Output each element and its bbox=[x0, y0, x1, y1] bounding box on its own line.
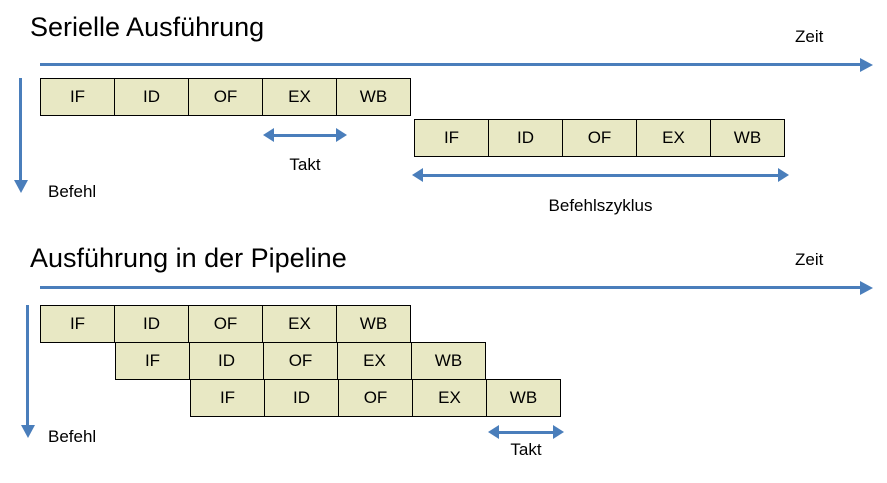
pipeline-instruction-axis-line bbox=[26, 305, 29, 427]
serial-section-title: Serielle Ausführung bbox=[30, 12, 265, 42]
pipeline-stage-cell: EX bbox=[262, 78, 337, 116]
arrowhead-left-icon bbox=[412, 168, 423, 182]
pipeline-instruction-axis-label: Befehl bbox=[48, 427, 97, 446]
pipeline-instruction-axis-arrowhead-icon bbox=[21, 425, 35, 438]
pipeline-stage-cell: WB bbox=[411, 342, 486, 380]
pipeline-time-axis-arrowhead-icon bbox=[860, 281, 873, 295]
serial-instruction-axis-line bbox=[19, 78, 22, 182]
serial-time-axis-line bbox=[40, 63, 862, 66]
serial-instruction-axis-label: Befehl bbox=[48, 182, 97, 201]
pipeline-stage-cell: ID bbox=[189, 342, 264, 380]
pipeline-stage-cell: OF bbox=[188, 78, 263, 116]
serial-instruction-row-2: IF ID OF EX WB bbox=[414, 119, 785, 157]
arrowhead-right-icon bbox=[553, 425, 564, 439]
pipeline-takt-label: Takt bbox=[510, 440, 542, 459]
serial-time-axis-label: Zeit bbox=[795, 27, 824, 46]
pipeline-time-axis-line bbox=[40, 286, 862, 289]
pipeline-stage-cell: IF bbox=[40, 78, 115, 116]
pipeline-stage-cell: ID bbox=[488, 119, 563, 157]
pipeline-stage-cell: EX bbox=[262, 305, 337, 343]
serial-befehlszyklus-label: Befehlszyklus bbox=[548, 196, 653, 215]
serial-takt-label: Takt bbox=[289, 155, 321, 174]
arrowhead-right-icon bbox=[778, 168, 789, 182]
pipeline-stage-cell: WB bbox=[336, 78, 411, 116]
arrowhead-left-icon bbox=[263, 128, 274, 142]
serial-instruction-axis-arrowhead-icon bbox=[14, 180, 28, 193]
pipeline-stage-cell: WB bbox=[336, 305, 411, 343]
measure-bar bbox=[497, 431, 555, 434]
pipeline-stage-cell: IF bbox=[40, 305, 115, 343]
pipeline-stage-cell: EX bbox=[337, 342, 412, 380]
pipeline-stage-cell: OF bbox=[188, 305, 263, 343]
serial-befehlszyklus-measure-arrow bbox=[412, 168, 789, 182]
pipeline-stage-cell: OF bbox=[562, 119, 637, 157]
measure-bar bbox=[421, 174, 780, 177]
pipeline-instruction-row-2: IF ID OF EX WB bbox=[115, 342, 486, 380]
pipeline-stage-cell: OF bbox=[263, 342, 338, 380]
pipeline-takt-measure-arrow bbox=[488, 425, 564, 439]
pipeline-stage-cell: WB bbox=[486, 379, 561, 417]
pipeline-stage-cell: IF bbox=[414, 119, 489, 157]
pipeline-stage-cell: EX bbox=[636, 119, 711, 157]
pipeline-stage-cell: IF bbox=[115, 342, 190, 380]
pipeline-stage-cell: OF bbox=[338, 379, 413, 417]
serial-instruction-row-1: IF ID OF EX WB bbox=[40, 78, 411, 116]
pipeline-stage-cell: ID bbox=[114, 78, 189, 116]
pipeline-instruction-row-3: IF ID OF EX WB bbox=[190, 379, 561, 417]
pipeline-section-title: Ausführung in der Pipeline bbox=[30, 243, 347, 273]
pipeline-stage-cell: EX bbox=[412, 379, 487, 417]
pipeline-stage-cell: ID bbox=[114, 305, 189, 343]
measure-bar bbox=[272, 134, 338, 137]
pipeline-stage-cell: WB bbox=[710, 119, 785, 157]
arrowhead-right-icon bbox=[336, 128, 347, 142]
serial-takt-measure-arrow bbox=[263, 128, 347, 142]
arrowhead-left-icon bbox=[488, 425, 499, 439]
serial-time-axis-arrowhead-icon bbox=[860, 58, 873, 72]
pipeline-instruction-row-1: IF ID OF EX WB bbox=[40, 305, 411, 343]
pipeline-stage-cell: ID bbox=[264, 379, 339, 417]
pipeline-stage-cell: IF bbox=[190, 379, 265, 417]
pipeline-time-axis-label: Zeit bbox=[795, 250, 824, 269]
